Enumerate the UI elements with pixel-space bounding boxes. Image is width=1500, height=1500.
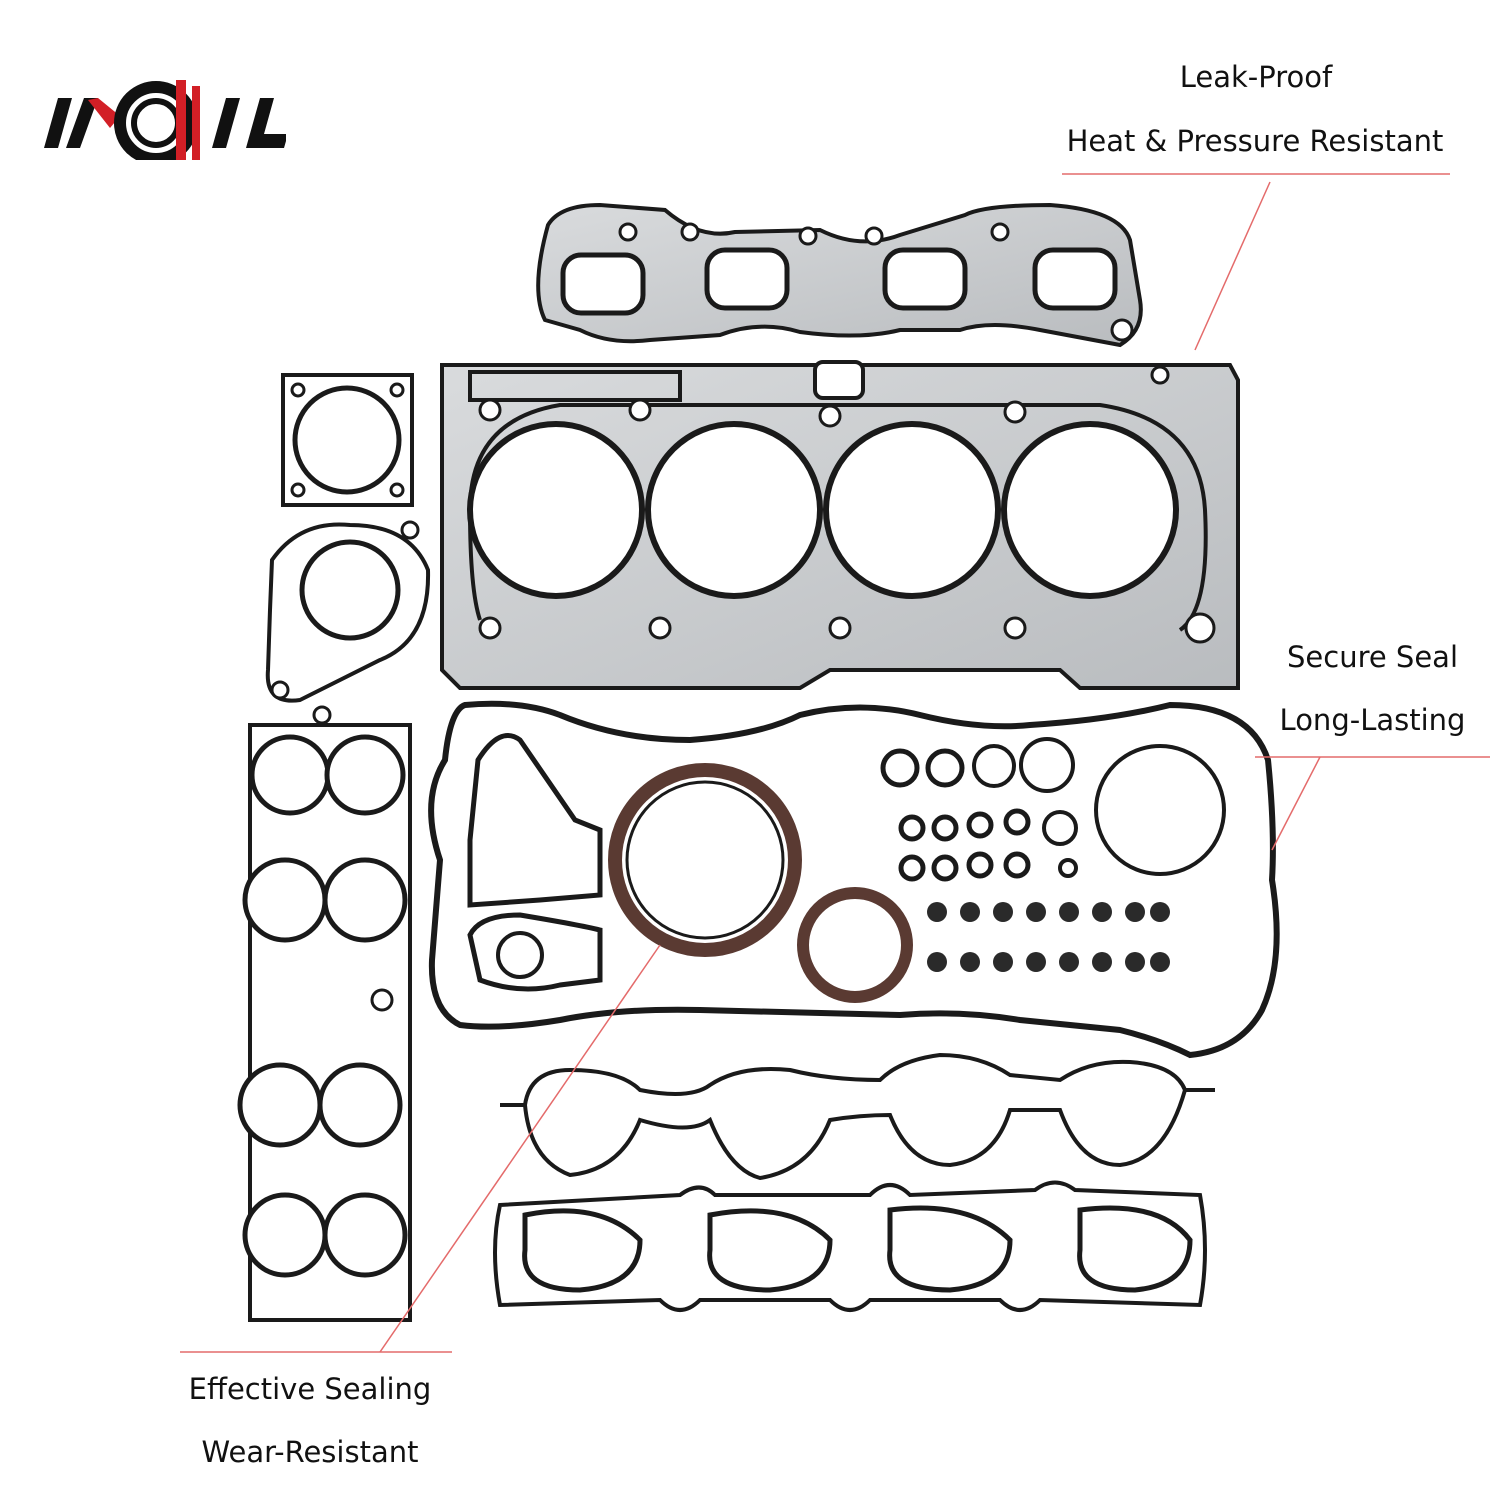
lower-intake-gasket	[493, 1180, 1207, 1312]
callout-middle-right-line1: Secure Seal	[1287, 640, 1458, 674]
brand-logo	[44, 80, 286, 160]
intake-manifold-vertical-gasket	[237, 705, 412, 1322]
callout-middle-right-line2: Long-Lasting	[1279, 703, 1466, 737]
callout-top-right-line1: Leak-Proof	[1179, 60, 1333, 94]
water-outlet-gasket	[265, 520, 431, 703]
small-gaskets	[467, 733, 603, 992]
crank-seal-rings	[608, 763, 913, 1003]
valve-stem-seals	[927, 902, 1170, 972]
callout-leader-lines	[180, 173, 1490, 1353]
exhaust-manifold-gasket	[536, 202, 1143, 348]
callout-bottom-left-line2: Wear-Resistant	[201, 1435, 419, 1469]
throttle-body-gasket	[281, 373, 414, 507]
callout-top-right-line2: Heat & Pressure Resistant	[1066, 124, 1444, 158]
cylinder-head-gasket	[440, 360, 1240, 690]
intake-plenum-gasket	[500, 1052, 1215, 1181]
o-rings	[880, 737, 1226, 882]
valve-cover-gasket	[428, 700, 1280, 1059]
callout-bottom-left-line1: Effective Sealing	[188, 1372, 432, 1406]
